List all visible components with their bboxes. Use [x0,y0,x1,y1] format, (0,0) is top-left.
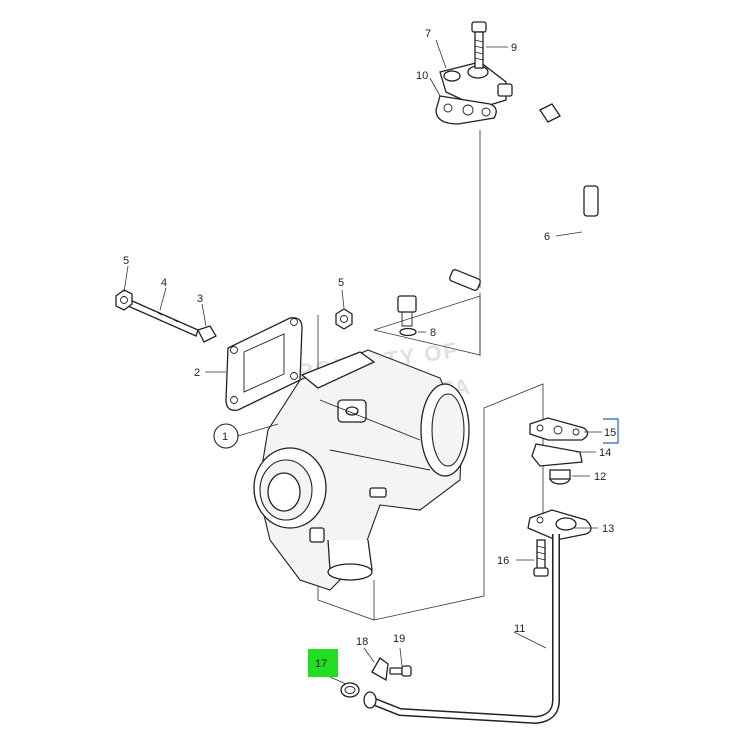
callout-5-left: 5 [123,255,129,267]
stud-part-4 [127,299,199,337]
callout-8: 8 [430,327,436,339]
callout-18: 18 [356,636,368,648]
screw-part-19 [389,665,412,677]
callout-11: 11 [514,623,525,635]
spacer-part-3 [197,325,217,343]
bracket-part-14 [531,443,583,467]
callout-16: 16 [497,555,509,567]
flange-part-13 [527,509,592,541]
callout-13: 13 [602,523,614,535]
turbocharger-part-1 [253,349,470,591]
highlight-part-17[interactable] [308,649,338,677]
nut-part-5-right [335,308,353,330]
callout-circle-1 [213,423,239,449]
banjo-fitting-part-7 [439,61,513,109]
callout-7: 7 [425,28,431,40]
callout-3: 3 [197,293,203,305]
callout-12: 12 [594,471,606,483]
callout-19: 19 [393,633,405,645]
bolt-part-16 [533,539,549,577]
callout-10: 10 [416,70,428,82]
sealing-ring-part-17 [340,682,360,698]
callout-2: 2 [194,367,200,379]
bolt-part-9 [471,21,487,69]
callout-15: 15 [604,427,616,439]
o-ring-part-8 [399,327,417,337]
clip-part-18 [371,657,389,682]
gasket-part-10 [435,95,497,125]
callout-4: 4 [161,277,167,289]
callout-1: 1 [222,431,228,443]
sleeve-part-12 [549,469,571,485]
oil-return-pipe-part-11 [363,534,560,725]
leader-lines [123,39,602,685]
callout-labels: 1 2 3 4 5 5 6 7 8 9 10 11 12 13 14 15 16… [123,28,616,670]
callout-5-right: 5 [338,277,344,289]
callout-9: 9 [511,42,517,54]
oil-pipe-part-6 [397,103,599,327]
callout-14: 14 [599,447,611,459]
gasket-part-2 [225,317,303,411]
callout-17: 17 [315,658,327,670]
callout-box-15 [603,418,619,444]
gasket-part-15 [529,417,589,441]
callout-6: 6 [544,231,550,243]
